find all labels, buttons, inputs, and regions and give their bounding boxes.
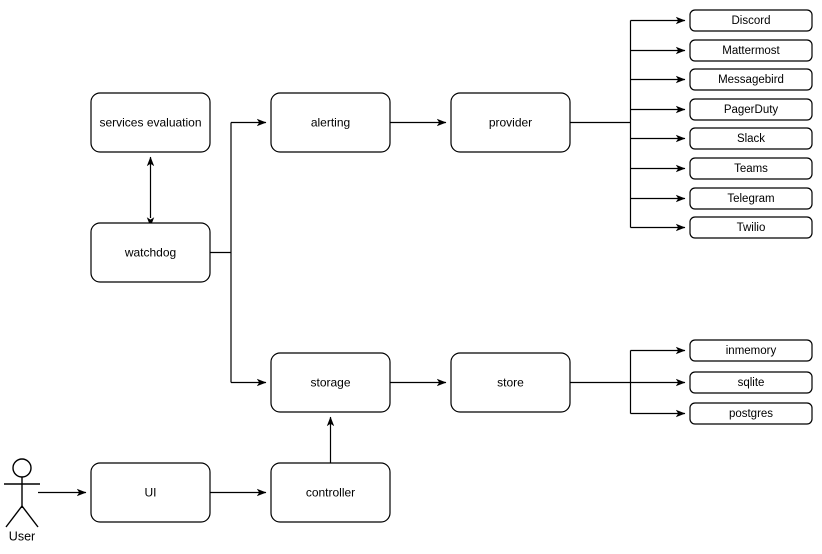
leaf-node-twilio-label: Twilio xyxy=(737,222,766,234)
node-store[interactable]: store xyxy=(450,352,571,413)
node-storage-label: storage xyxy=(310,376,350,390)
node-provider-label: provider xyxy=(489,116,532,130)
leaf-node-inmemory-label: inmemory xyxy=(726,345,777,357)
node-store-label: store xyxy=(497,376,524,390)
leaf-node-postgres-label: postgres xyxy=(729,408,773,420)
node-services-evaluation-label: services evaluation xyxy=(99,116,201,130)
edge-group-provider-branches xyxy=(630,16,686,232)
edge-group-store-branches xyxy=(630,346,686,418)
leaf-node-telegram-box[interactable] xyxy=(689,187,813,210)
leaf-node-messagebird-box[interactable] xyxy=(689,68,813,91)
leaf-node-slack-box[interactable] xyxy=(689,127,813,150)
node-services-evaluation[interactable]: services evaluation xyxy=(90,92,211,153)
node-storage-box[interactable] xyxy=(270,352,391,413)
node-watchdog[interactable]: watchdog xyxy=(90,222,211,283)
leaf-node-messagebird-label: Messagebird xyxy=(718,74,784,86)
user-actor-label: User xyxy=(9,529,35,543)
leaf-node-teams[interactable]: Teams xyxy=(689,157,813,180)
store-targets-group: inmemory sqlite postgres xyxy=(689,339,813,425)
actor-leg-right xyxy=(21,505,39,528)
leaf-node-telegram[interactable]: Telegram xyxy=(689,187,813,210)
leaf-node-discord[interactable]: Discord xyxy=(689,9,813,32)
node-alerting-label: alerting xyxy=(311,116,350,130)
leaf-node-inmemory[interactable]: inmemory xyxy=(689,339,813,362)
leaf-node-teams-box[interactable] xyxy=(689,157,813,180)
node-watchdog-label: watchdog xyxy=(124,246,176,260)
user-actor: User xyxy=(4,458,40,543)
leaf-node-telegram-label: Telegram xyxy=(727,193,774,205)
actor-head-icon xyxy=(12,458,32,478)
node-ui-box[interactable] xyxy=(90,462,211,523)
leaf-node-sqlite-box[interactable] xyxy=(689,371,813,394)
leaf-node-sqlite-label: sqlite xyxy=(738,377,765,389)
node-controller[interactable]: controller xyxy=(270,462,391,523)
leaf-node-discord-label: Discord xyxy=(732,15,771,27)
leaf-node-slack[interactable]: Slack xyxy=(689,127,813,150)
node-controller-box[interactable] xyxy=(270,462,391,523)
node-store-box[interactable] xyxy=(450,352,571,413)
leaf-node-twilio[interactable]: Twilio xyxy=(689,216,813,239)
leaf-node-pagerduty-label: PagerDuty xyxy=(724,104,779,116)
leaf-node-teams-label: Teams xyxy=(734,163,768,175)
node-services-evaluation-box[interactable] xyxy=(90,92,211,153)
leaf-node-sqlite[interactable]: sqlite xyxy=(689,371,813,394)
leaf-node-slack-label: Slack xyxy=(737,133,765,145)
actor-leg-left xyxy=(5,505,23,528)
node-alerting-box[interactable] xyxy=(270,92,391,153)
leaf-node-mattermost[interactable]: Mattermost xyxy=(689,39,813,62)
leaf-node-postgres[interactable]: postgres xyxy=(689,402,813,425)
node-ui-label: UI xyxy=(145,486,157,500)
leaf-node-pagerduty-box[interactable] xyxy=(689,98,813,121)
leaf-node-discord-box[interactable] xyxy=(689,9,813,32)
leaf-node-mattermost-box[interactable] xyxy=(689,39,813,62)
node-provider[interactable]: provider xyxy=(450,92,571,153)
leaf-node-messagebird[interactable]: Messagebird xyxy=(689,68,813,91)
node-controller-label: controller xyxy=(306,486,355,500)
node-ui[interactable]: UI xyxy=(90,462,211,523)
node-watchdog-box[interactable] xyxy=(90,222,211,283)
leaf-node-pagerduty[interactable]: PagerDuty xyxy=(689,98,813,121)
provider-targets-group: Discord Mattermost Messagebird PagerDuty… xyxy=(689,9,813,239)
leaf-node-mattermost-label: Mattermost xyxy=(722,45,780,57)
leaf-node-inmemory-box[interactable] xyxy=(689,339,813,362)
node-storage[interactable]: storage xyxy=(270,352,391,413)
leaf-node-postgres-box[interactable] xyxy=(689,402,813,425)
node-provider-box[interactable] xyxy=(450,92,571,153)
leaf-node-twilio-box[interactable] xyxy=(689,216,813,239)
node-alerting[interactable]: alerting xyxy=(270,92,391,153)
